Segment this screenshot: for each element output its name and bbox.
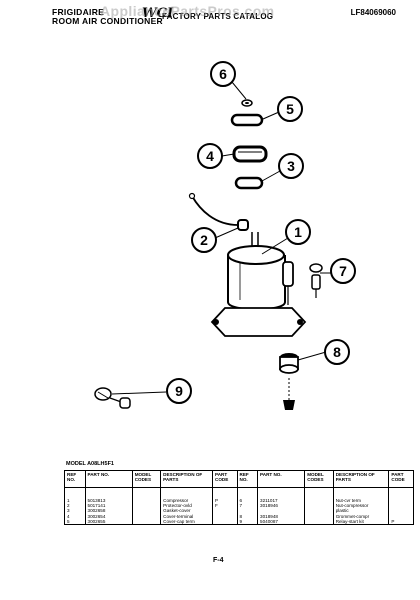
callout-8: 8: [324, 339, 350, 365]
col-ref-no: REF NO.: [64, 470, 86, 488]
part-protector-wire: [188, 192, 249, 231]
callout-7: 7: [330, 258, 356, 284]
callout-2: 2: [191, 227, 217, 253]
callout-9: 9: [166, 378, 192, 404]
callout-8-label: 8: [333, 344, 341, 360]
document-number: LF84069060: [350, 8, 396, 17]
callout-1: 1: [285, 219, 311, 245]
part-protector: [230, 113, 264, 127]
leader-lines: [111, 81, 332, 395]
callout-4-label: 4: [206, 148, 214, 164]
brand-name: FRIGIDAIRE: [52, 7, 105, 17]
col-description-2: DESCRIPTION OF PARTS: [332, 470, 390, 488]
callout-9-label: 9: [175, 383, 183, 399]
part-cover: [232, 145, 268, 163]
table-row: [64, 487, 414, 498]
parts-table: REF NO. PART NO. MODEL CODES DESCRIPTION…: [64, 470, 414, 525]
col-ref-no-2: REF NO.: [236, 470, 259, 488]
callout-3: 3: [278, 153, 304, 179]
col-model-codes: MODEL CODES: [131, 470, 162, 488]
part-nut: [241, 99, 253, 107]
callout-4: 4: [197, 143, 223, 169]
page-number: F-4: [213, 557, 224, 564]
callout-5: 5: [277, 96, 303, 122]
product-line: ROOM AIR CONDITIONER: [52, 16, 163, 26]
callout-6: 6: [210, 61, 236, 87]
col-model-codes-2: MODEL CODES: [304, 470, 334, 488]
table-row: [64, 524, 414, 525]
callout-5-label: 5: [286, 101, 294, 117]
callout-1-label: 1: [294, 224, 302, 240]
col-description: DESCRIPTION OF PARTS: [160, 470, 214, 488]
callout-3-label: 3: [287, 158, 295, 174]
col-part-code: PART CODE: [212, 470, 238, 488]
model-label: MODEL A08LH5F1: [66, 461, 114, 467]
part-gasket: [234, 176, 264, 190]
col-part-code-2: PART CODE: [388, 470, 414, 488]
brand-header: FRIGIDAIRE ROOM AIR CONDITIONER: [52, 8, 163, 26]
part-relay: [309, 263, 323, 298]
part-relay-start-kit: [94, 387, 131, 409]
logo: WCI: [142, 6, 174, 21]
parts-table-header: REF NO. PART NO. MODEL CODES DESCRIPTION…: [64, 470, 414, 488]
callout-6-label: 6: [219, 66, 227, 82]
part-compressor: [210, 232, 307, 337]
watermark: AppliancePartsPros.com: [100, 3, 275, 19]
col-part-no: PART NO.: [84, 470, 133, 488]
catalog-title: FACTORY PARTS CATALOG: [162, 12, 274, 21]
callout-2-label: 2: [200, 232, 208, 248]
part-grommet: [279, 353, 299, 410]
callout-7-label: 7: [339, 263, 347, 279]
col-part-no-2: PART NO.: [257, 470, 306, 488]
